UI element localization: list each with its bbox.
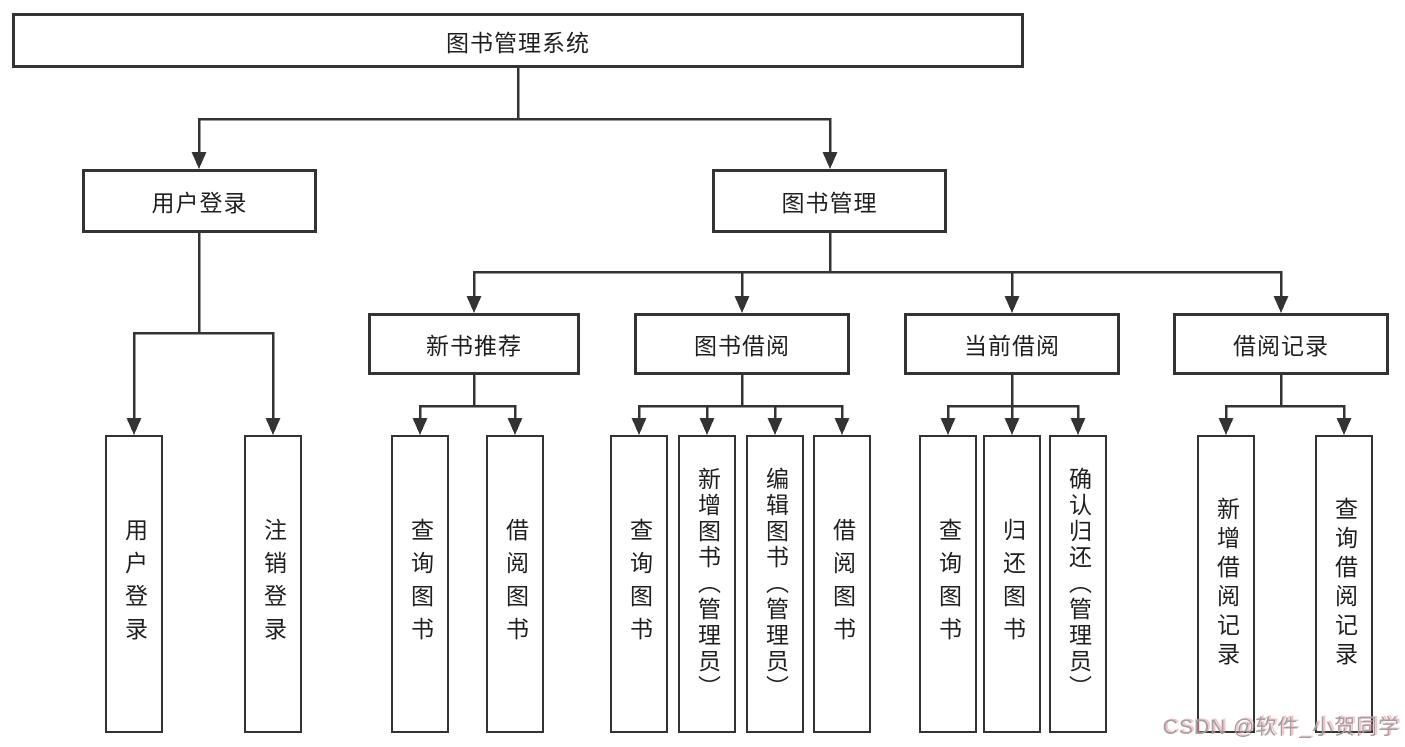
- node-label: 新增图书（管理员）: [694, 467, 721, 701]
- node-label: 图书借阅: [694, 333, 790, 359]
- connector-user-login-to-leaves: [126, 233, 281, 435]
- leaf-bb-edit-books-admin: 编辑图书（管理员）: [746, 435, 804, 733]
- node-label: 查询图书: [935, 518, 962, 650]
- node-label: 用户登录: [121, 518, 148, 650]
- connector-borrow-records-to-leaves: [1218, 375, 1352, 435]
- leaf-cb-query-books: 查询图书: [919, 435, 977, 733]
- leaf-bb-add-books-admin: 新增图书（管理员）: [678, 435, 736, 733]
- node-label: 用户登录: [151, 190, 248, 216]
- node-label: 图书管理系统: [446, 29, 590, 56]
- connector-book-mgmt-to-level3: [466, 233, 1289, 313]
- node-label: 新书推荐: [426, 333, 522, 359]
- node-borrow-records: 借阅记录: [1173, 313, 1389, 375]
- connector-book-borrow-to-leaves: [631, 375, 850, 435]
- node-label: 借阅图书: [829, 518, 856, 650]
- node-label: 查询图书: [407, 518, 434, 650]
- connector-current-borrow-to-leaves: [940, 375, 1086, 435]
- node-label: 借阅图书: [502, 518, 529, 650]
- node-label: 编辑图书（管理员）: [762, 467, 789, 701]
- node-label: 借阅记录: [1233, 333, 1329, 359]
- leaf-logout-login: 注销登录: [244, 435, 302, 733]
- node-label: 查询图书: [626, 518, 653, 650]
- leaf-br-add-record: 新增借阅记录: [1197, 435, 1255, 733]
- leaf-bb-borrow-books: 借阅图书: [813, 435, 871, 733]
- leaf-nbr-borrow-books: 借阅图书: [486, 435, 544, 733]
- node-book-mgmt: 图书管理: [712, 169, 947, 233]
- node-current-borrow: 当前借阅: [904, 313, 1120, 375]
- node-label: 确认归还（管理员）: [1065, 467, 1092, 701]
- node-root-system: 图书管理系统: [12, 13, 1024, 68]
- node-label: 新增借阅记录: [1213, 497, 1240, 671]
- node-label: 注销登录: [260, 518, 287, 650]
- leaf-cb-confirm-return-admin: 确认归还（管理员）: [1049, 435, 1107, 733]
- node-label: 归还图书: [999, 518, 1026, 650]
- connector-new-book-rec-to-leaves: [412, 375, 523, 435]
- node-new-book-rec: 新书推荐: [368, 313, 580, 375]
- node-label: 图书管理: [781, 190, 878, 216]
- leaf-nbr-query-books: 查询图书: [391, 435, 449, 733]
- node-label: 当前借阅: [964, 333, 1060, 359]
- csdn-watermark: CSDN @软件_小贺同学: [1162, 716, 1400, 739]
- leaf-cb-return-books: 归还图书: [983, 435, 1041, 733]
- leaf-br-query-record: 查询借阅记录: [1315, 435, 1373, 733]
- connector-root-to-level2: [191, 68, 838, 169]
- node-label: 查询借阅记录: [1331, 497, 1358, 671]
- leaf-bb-query-books: 查询图书: [610, 435, 668, 733]
- node-user-login: 用户登录: [82, 169, 317, 233]
- node-book-borrow: 图书借阅: [634, 313, 850, 375]
- leaf-user-login: 用户登录: [105, 435, 163, 733]
